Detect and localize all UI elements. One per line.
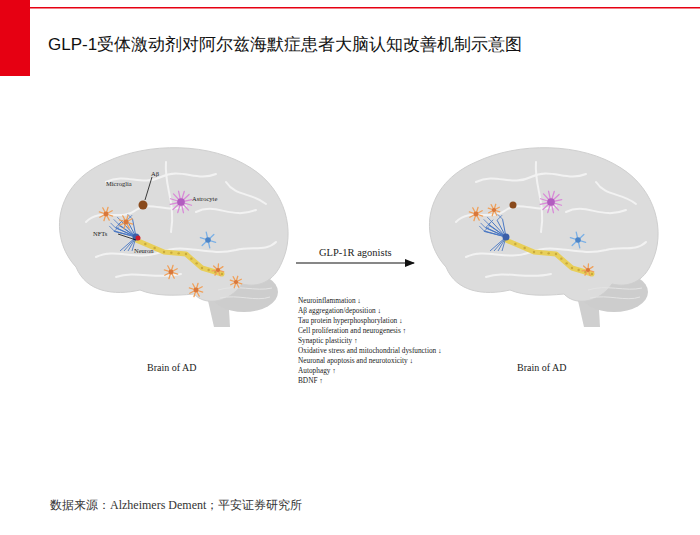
myelin-node [555, 253, 557, 255]
amyloid-plaque [139, 201, 148, 210]
myelin-node [153, 247, 155, 249]
glial-cell [469, 207, 482, 220]
myelin-node [207, 269, 209, 271]
brain-illustration [429, 148, 658, 327]
myelin-node [547, 252, 549, 254]
brain-caption: Brain of AD [147, 362, 196, 373]
cell-label: NFTs [93, 230, 107, 237]
dendrite [109, 226, 114, 231]
myelin-node [560, 257, 562, 259]
neuron-symbol [479, 214, 509, 251]
glial-cell [170, 191, 191, 212]
cell-body [124, 220, 129, 225]
leader-line [145, 177, 152, 200]
amyloid-plaque [510, 202, 517, 209]
tangle-mark [136, 236, 141, 241]
myelin-node [144, 243, 146, 245]
glial-cell [189, 283, 202, 296]
myelin-node [170, 251, 172, 253]
cell-label: Neuron [134, 247, 154, 254]
effect-item: Neuroinflammation ↓ [298, 296, 361, 306]
myelin-node [523, 247, 525, 249]
red-rule [30, 7, 700, 9]
effect-item: Tau protein hyperphosphorylation ↓ [298, 316, 403, 326]
cell-body [492, 208, 496, 212]
cell-body [234, 280, 238, 284]
cell-body [194, 288, 199, 293]
dendrite [111, 223, 116, 228]
myelin-node [190, 257, 192, 259]
cell-body [547, 198, 555, 206]
neuron-symbol [109, 214, 139, 251]
cell-body [575, 237, 581, 243]
myelin-node [221, 273, 223, 275]
myelin-node [577, 269, 579, 271]
myelin-node [201, 267, 203, 269]
cell-label: Astrocyte [192, 195, 217, 202]
myelin-node [571, 267, 573, 269]
cell-body [169, 270, 174, 275]
red-bar [0, 0, 30, 76]
effect-item: Synaptic plasticity ↑ [298, 336, 358, 346]
effect-item: Neuronal apoptosis and neurotoxicity ↓ [298, 356, 413, 366]
myelin [506, 240, 592, 274]
brain-node: Brain of AD [414, 140, 666, 378]
effect-item: Autophagy ↑ [298, 366, 336, 376]
cell-body [474, 212, 479, 217]
arrow-label: GLP-1R agonists [317, 247, 394, 258]
glial-cell [540, 191, 561, 212]
dendrite [479, 226, 484, 231]
axon-symbol [506, 240, 593, 275]
brain-caption: Brain of AD [517, 362, 566, 373]
brain-illustration [59, 148, 288, 327]
page-title: GLP-1受体激动剂对阿尔兹海默症患者大脑认知改善机制示意图 [48, 33, 522, 56]
glial-cell [212, 264, 224, 276]
myelin-node [163, 251, 165, 253]
myelin-node [533, 251, 535, 253]
effect-item: Aβ aggregation/deposition ↓ [298, 306, 381, 316]
cell-body [216, 268, 220, 272]
glial-cell [99, 207, 112, 220]
myelin-node [195, 262, 197, 264]
cell-label: Aβ [151, 170, 159, 177]
dendrite [497, 215, 502, 220]
effect-item: Cell proliferation and neurogenesis ↑ [298, 326, 406, 336]
glial-cell [119, 215, 132, 228]
glial-cell [164, 265, 177, 278]
dendrite [484, 219, 489, 224]
cell-body [586, 268, 590, 272]
glial-cell [488, 204, 499, 215]
source-note: 数据来源：Alzheimers Dement；平安证券研究所 [50, 497, 302, 514]
dendrite [114, 219, 119, 224]
glial-cell [200, 232, 215, 248]
myelin-node [185, 253, 187, 255]
cell-body [104, 212, 109, 217]
effect-item: BDNF ↑ [298, 376, 323, 386]
glial-cell [582, 264, 594, 276]
cell-label: Microglia [106, 180, 132, 187]
cell-body [205, 237, 211, 243]
flow-arrow [296, 262, 414, 263]
effect-item: Oxidative stress and mitochondrial dysfu… [298, 346, 442, 356]
glial-cell [570, 232, 585, 248]
myelin-node [540, 251, 542, 253]
cell-body [177, 198, 185, 206]
myelin-node [177, 252, 179, 254]
soma [503, 234, 510, 241]
axon-symbol [136, 240, 223, 275]
myelin-node [565, 262, 567, 264]
myelin-node [514, 243, 516, 245]
glial-cell [230, 276, 241, 287]
leader-line [118, 234, 136, 240]
myelin-node [591, 273, 593, 275]
brain-node: Brain of AD [44, 140, 296, 378]
myelin [136, 240, 222, 274]
dendrite [481, 223, 486, 228]
